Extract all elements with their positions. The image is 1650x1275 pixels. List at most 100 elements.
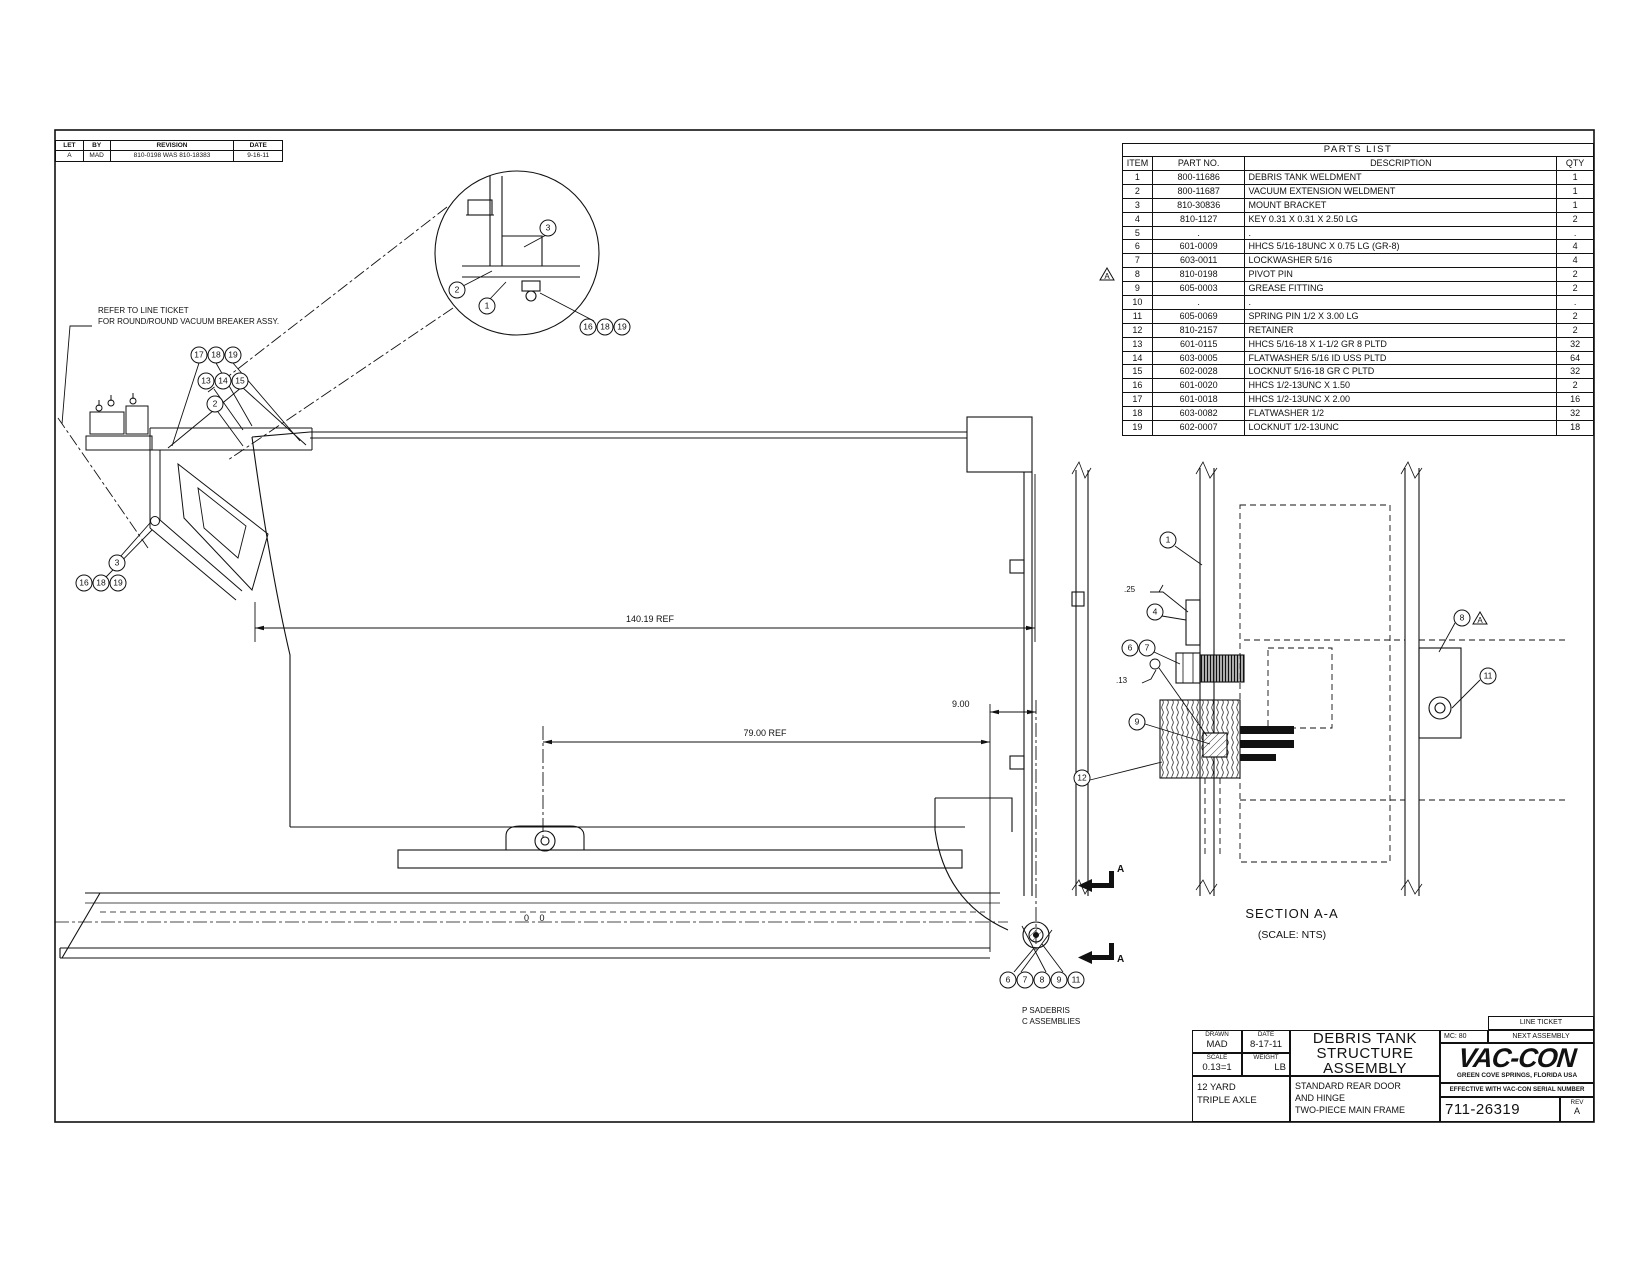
revision-header-row: LET BY REVISION DATE [56,141,282,151]
balloon-callout: 4 [1146,603,1164,621]
parts-list-row: 5 . . . [1123,226,1593,241]
part-item: 13 [1123,337,1153,351]
part-item: 11 [1123,309,1153,323]
vacuum-breaker-assembly [57,325,313,601]
balloon-callout: 3 [539,219,557,237]
drawing-title-line2: STRUCTURE [1316,1044,1414,1062]
part-item: 1 [1123,171,1153,184]
parts-list-row: 15 602-0028 LOCKNUT 5/16-18 GR C PLTD 32 [1123,365,1593,380]
balloon-callout: 14 [214,372,232,390]
part-description: GREASE FITTING [1245,282,1558,296]
sheet-border [54,129,1595,1123]
titleblock-config-cell: 12 YARD TRIPLE AXLE [1192,1076,1290,1122]
parts-list-row: 3 810-30836 MOUNT BRACKET 1 [1123,198,1593,213]
next-assembly-box: NEXT ASSEMBLY [1488,1030,1594,1043]
part-qty: 2 [1572,310,1578,321]
effective-serial-note: EFFECTIVE WITH VAC-CON SERIAL NUMBER [1440,1083,1594,1097]
drain-hole-marks: 0 0 [524,913,549,923]
part-number: 601-0115 [1153,337,1246,351]
balloon-callout: 2 [448,281,466,299]
svg-text:A: A [1104,272,1110,281]
part-item: 12 [1123,323,1153,337]
balloon-callout: 15 [231,372,249,390]
part-description: MOUNT BRACKET [1245,198,1558,212]
col-part-no: PART NO. [1153,157,1246,170]
parts-list-header-row: ITEM PART NO. DESCRIPTION QTY [1123,157,1593,171]
revision-description: 810-0198 WAS 810-18383 [111,151,235,161]
part-number: 601-0020 [1153,379,1246,393]
stamp-line2: C ASSEMBLIES [1022,1017,1081,1026]
parts-list-row: 8 810-0198 PIVOT PIN 2 [1123,268,1593,283]
drawn-value: MAD [1206,1039,1228,1050]
part-qty: 4 [1572,255,1578,266]
part-number: . [1153,226,1246,240]
revision-flag-triangle-icon: A [1099,267,1115,281]
balloon-callout: 19 [109,574,127,592]
parts-list-title: PARTS LIST [1123,144,1593,157]
part-qty: . [1573,297,1577,308]
part-qty: 2 [1572,380,1578,391]
parts-list-row: 1 800-11686 DEBRIS TANK WELDMENT 1 [1123,171,1593,185]
part-qty: 2 [1572,283,1578,294]
parts-list-row: 11 605-0069 SPRING PIN 1/2 X 3.00 LG 2 [1123,309,1593,324]
part-description: LOCKNUT 5/16-18 GR C PLTD [1245,365,1558,379]
part-number: 602-0007 [1153,421,1246,435]
svg-text:A: A [1477,616,1483,625]
parts-list-row: 17 601-0018 HHCS 1/2-13UNC X 2.00 16 [1123,393,1593,408]
balloon-callout: 16 [579,318,597,336]
parts-list-row: 13 601-0115 HHCS 5/16-18 X 1-1/2 GR 8 PL… [1123,337,1593,352]
part-number: 810-0198 [1153,268,1246,282]
parts-list-row: 19 602-0007 LOCKNUT 1/2-13UNC 18 [1123,421,1593,435]
revision-flag-triangle-icon: A [1472,611,1488,625]
revision-table: LET BY REVISION DATE A MAD 810-0198 WAS … [55,140,283,162]
drawing-number: 711-26319 [1440,1097,1560,1122]
balloon-callout: 6 [999,971,1017,989]
balloon-callout: 7 [1016,971,1034,989]
part-description: HHCS 1/2-13UNC X 1.50 [1245,379,1558,393]
balloon-callout: 17 [190,346,208,364]
part-qty: 16 [1570,394,1581,405]
config-line1: 12 YARD [1197,1082,1236,1093]
section-view [1071,461,1568,896]
part-number: 603-0011 [1153,254,1246,268]
part-description: VACUUM EXTENSION WELDMENT [1245,184,1558,198]
rev-label: REV [1570,1099,1584,1106]
desc-line1: STANDARD REAR DOOR [1295,1081,1401,1091]
balloon-callout: 18 [596,318,614,336]
drawn-label: DRAWN [1205,1031,1229,1038]
rev-value: A [1573,1106,1580,1116]
part-description: KEY 0.31 X 0.31 X 2.50 LG [1245,212,1558,226]
part-qty: 1 [1572,172,1578,182]
part-qty: 32 [1570,338,1581,349]
revision-col-date: DATE [249,142,267,149]
weld-callout-25: .25 [1124,585,1136,594]
desc-line3: TWO-PIECE MAIN FRAME [1295,1105,1405,1115]
part-item: 9 [1123,282,1153,296]
part-description: HHCS 5/16-18 X 1-1/2 GR 8 PLTD [1245,337,1558,351]
part-qty: 1 [1572,199,1578,210]
part-item: 10 [1123,296,1153,309]
balloon-callout: 18 [92,574,110,592]
part-item: 5 [1123,226,1153,240]
balloon-callout: 11 [1067,971,1085,989]
revision-data-row: A MAD 810-0198 WAS 810-18383 9-16-11 [56,151,282,161]
part-description: PIVOT PIN [1245,268,1558,282]
section-arrow-label-top: A [1117,864,1125,875]
col-item: ITEM [1123,157,1153,170]
balloon-callout: 1 [478,297,496,315]
revision-by: MAD [84,151,111,161]
vendor-address: GREEN COVE SPRINGS, FLORIDA USA [1456,1072,1578,1079]
dim-offset: 9.00 [952,699,970,709]
part-qty: . [1573,227,1577,238]
part-item: 2 [1123,184,1153,198]
part-qty: 2 [1572,213,1578,224]
balloon-callout: 13 [197,372,215,390]
titleblock-scale-cell: SCALE 0.13=1 [1192,1053,1242,1076]
col-qty: QTY [1565,158,1585,168]
part-description: . [1245,296,1558,309]
part-number: 601-0009 [1153,240,1246,254]
part-description: SPRING PIN 1/2 X 3.00 LG [1245,309,1558,323]
desc-line2: AND HINGE [1295,1093,1346,1103]
